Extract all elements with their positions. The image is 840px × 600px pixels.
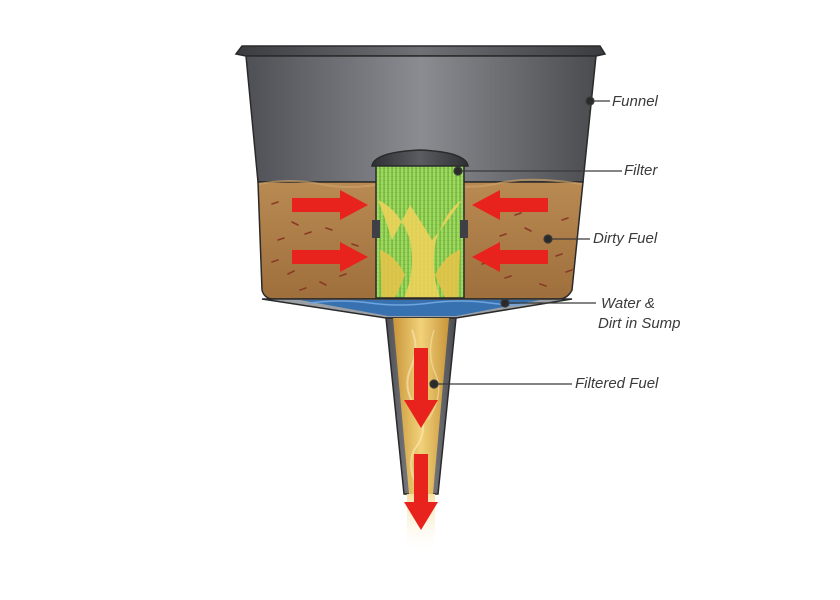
flow-arrow-icon: [292, 242, 368, 272]
label-water-line2: Dirt in Sump: [598, 315, 681, 332]
flow-arrow-icon: [472, 190, 548, 220]
filter-clip-left: [372, 220, 380, 238]
flow-arrow-icon: [472, 242, 548, 272]
label-filtered-fuel: Filtered Fuel: [575, 375, 659, 392]
sump-water: [300, 300, 540, 316]
callout-dot-icon: [585, 96, 595, 106]
callout-dot-icon: [500, 298, 510, 308]
callout-dot-icon: [453, 166, 463, 176]
label-dirty-fuel: Dirty Fuel: [593, 230, 658, 247]
label-water-dirt-sump: Water & Dirt in Sump: [598, 294, 681, 334]
label-water-line1: Water &: [601, 295, 655, 312]
flow-arrow-icon: [404, 348, 438, 428]
funnel-rim: [234, 45, 607, 57]
label-funnel: Funnel: [612, 93, 658, 110]
filter-cap: [371, 149, 469, 167]
callouts: [429, 96, 622, 389]
flow-arrow-icon: [292, 190, 368, 220]
flow-arrows: [292, 190, 548, 530]
flow-arrow-icon: [404, 454, 438, 530]
filter-clip-right: [460, 220, 468, 238]
callout-dot-icon: [543, 234, 553, 244]
filter-flow-swirl: [378, 200, 462, 298]
callout-dot-icon: [429, 379, 439, 389]
stream-swirl-2: [427, 329, 440, 421]
label-filter: Filter: [624, 162, 658, 179]
